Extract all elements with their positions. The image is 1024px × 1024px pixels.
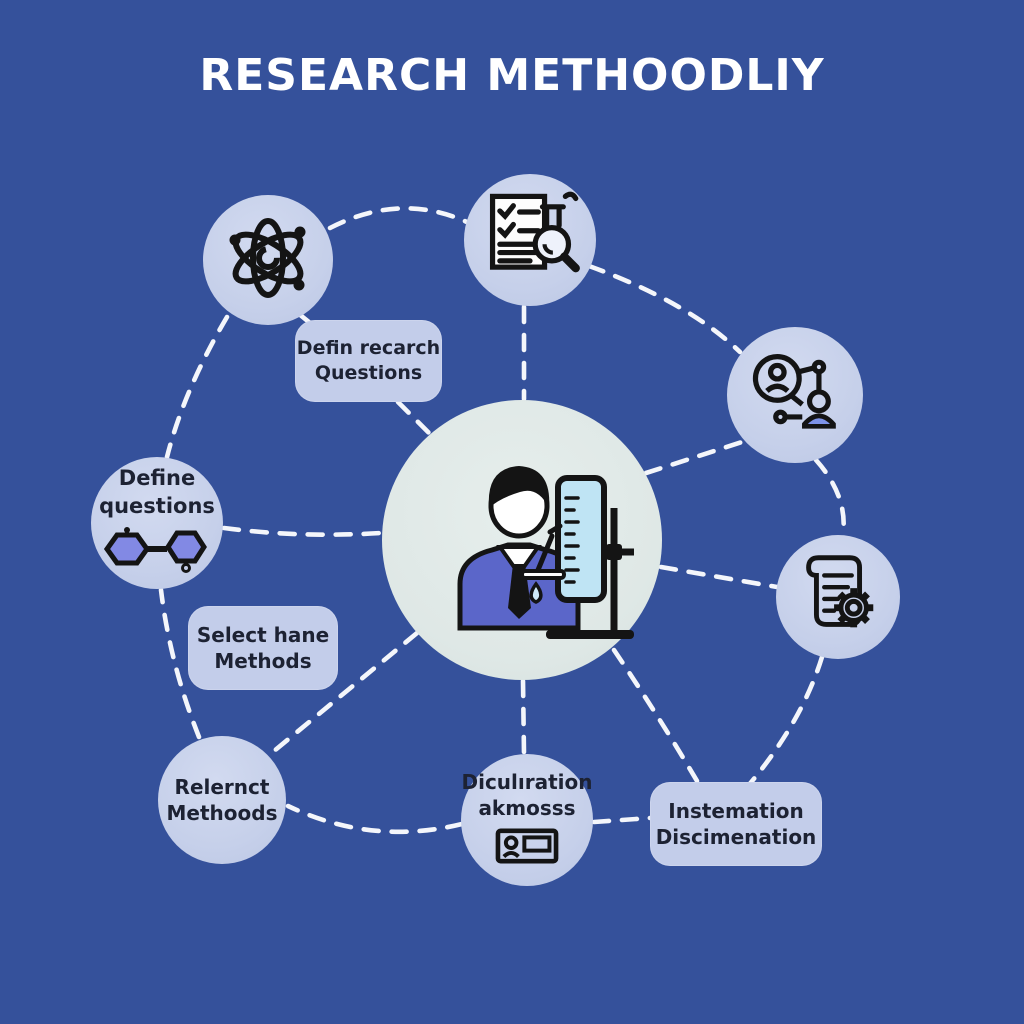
node-label: Define questions <box>99 466 215 518</box>
node-label: Relernct Methoods <box>166 774 278 825</box>
label-text: Select hane Methods <box>196 622 330 673</box>
node-collaboration <box>727 327 863 463</box>
node-document-process <box>776 535 900 659</box>
label-text: Defin recarch Questions <box>296 336 441 384</box>
node-relernct-methods: Relernct Methoods <box>158 736 286 864</box>
label-select-methods: Select hane Methods <box>188 606 338 690</box>
checklist-flask-icon <box>478 186 582 294</box>
people-network-icon <box>743 341 847 449</box>
node-define-questions: Define questions <box>91 457 223 589</box>
node-atom <box>203 195 333 325</box>
label-instemation-discimenation: Instemation Discimenation <box>650 782 822 866</box>
node-research-checklist <box>464 174 596 306</box>
scientist-lab-icon <box>400 416 644 664</box>
page-title: RESEARCH METHOODLIY <box>199 50 825 101</box>
id-card-icon <box>494 825 560 871</box>
node-label: Diculıration akmosss <box>461 769 593 820</box>
atom-icon <box>218 208 318 312</box>
label-text: Instemation Discimenation <box>655 798 817 849</box>
central-hub <box>382 400 662 680</box>
node-diculration: Diculıration akmosss <box>461 754 593 886</box>
document-gear-icon <box>789 546 887 648</box>
label-define-research: Defin recarch Questions <box>295 320 442 402</box>
molecule-hexagons-icon <box>101 525 213 581</box>
